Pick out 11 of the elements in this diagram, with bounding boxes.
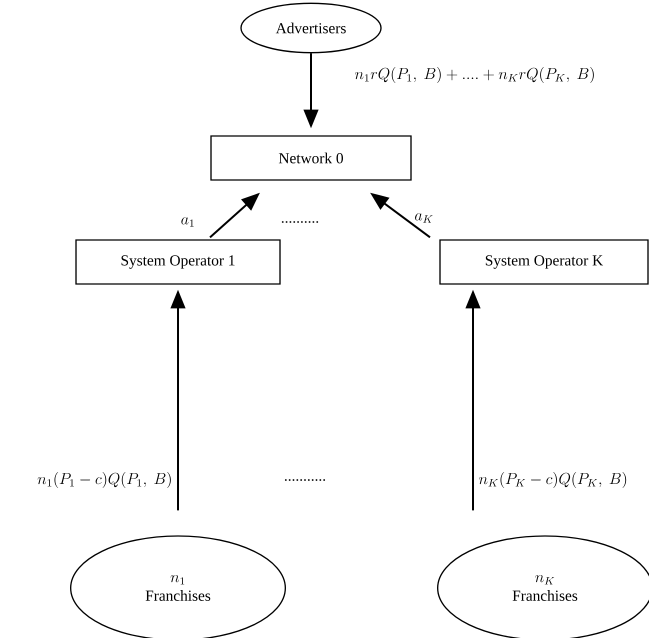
- process-box: System Operator K: [439, 239, 649, 285]
- process-box: System Operator 1: [75, 239, 281, 285]
- edge-label: $a_1$: [181, 217, 194, 227]
- edge-label: $a_K$: [415, 213, 433, 223]
- ellipse-node: Advertisers: [240, 2, 382, 54]
- ellipsis-label: ...........: [284, 479, 326, 481]
- edge-label: $n_1rQ(P_1,\ B)+....+n_KrQ(P_K,\ B)$: [355, 67, 594, 83]
- ellipsis-label: ..........: [282, 221, 318, 223]
- edge-label: $n_K(P_K-c)Q(P_K,\ B)$: [479, 472, 626, 488]
- edge-label: $n_1(P_1-c)Q(P_1,\ B)$: [38, 472, 171, 488]
- process-box: Network 0: [210, 135, 412, 181]
